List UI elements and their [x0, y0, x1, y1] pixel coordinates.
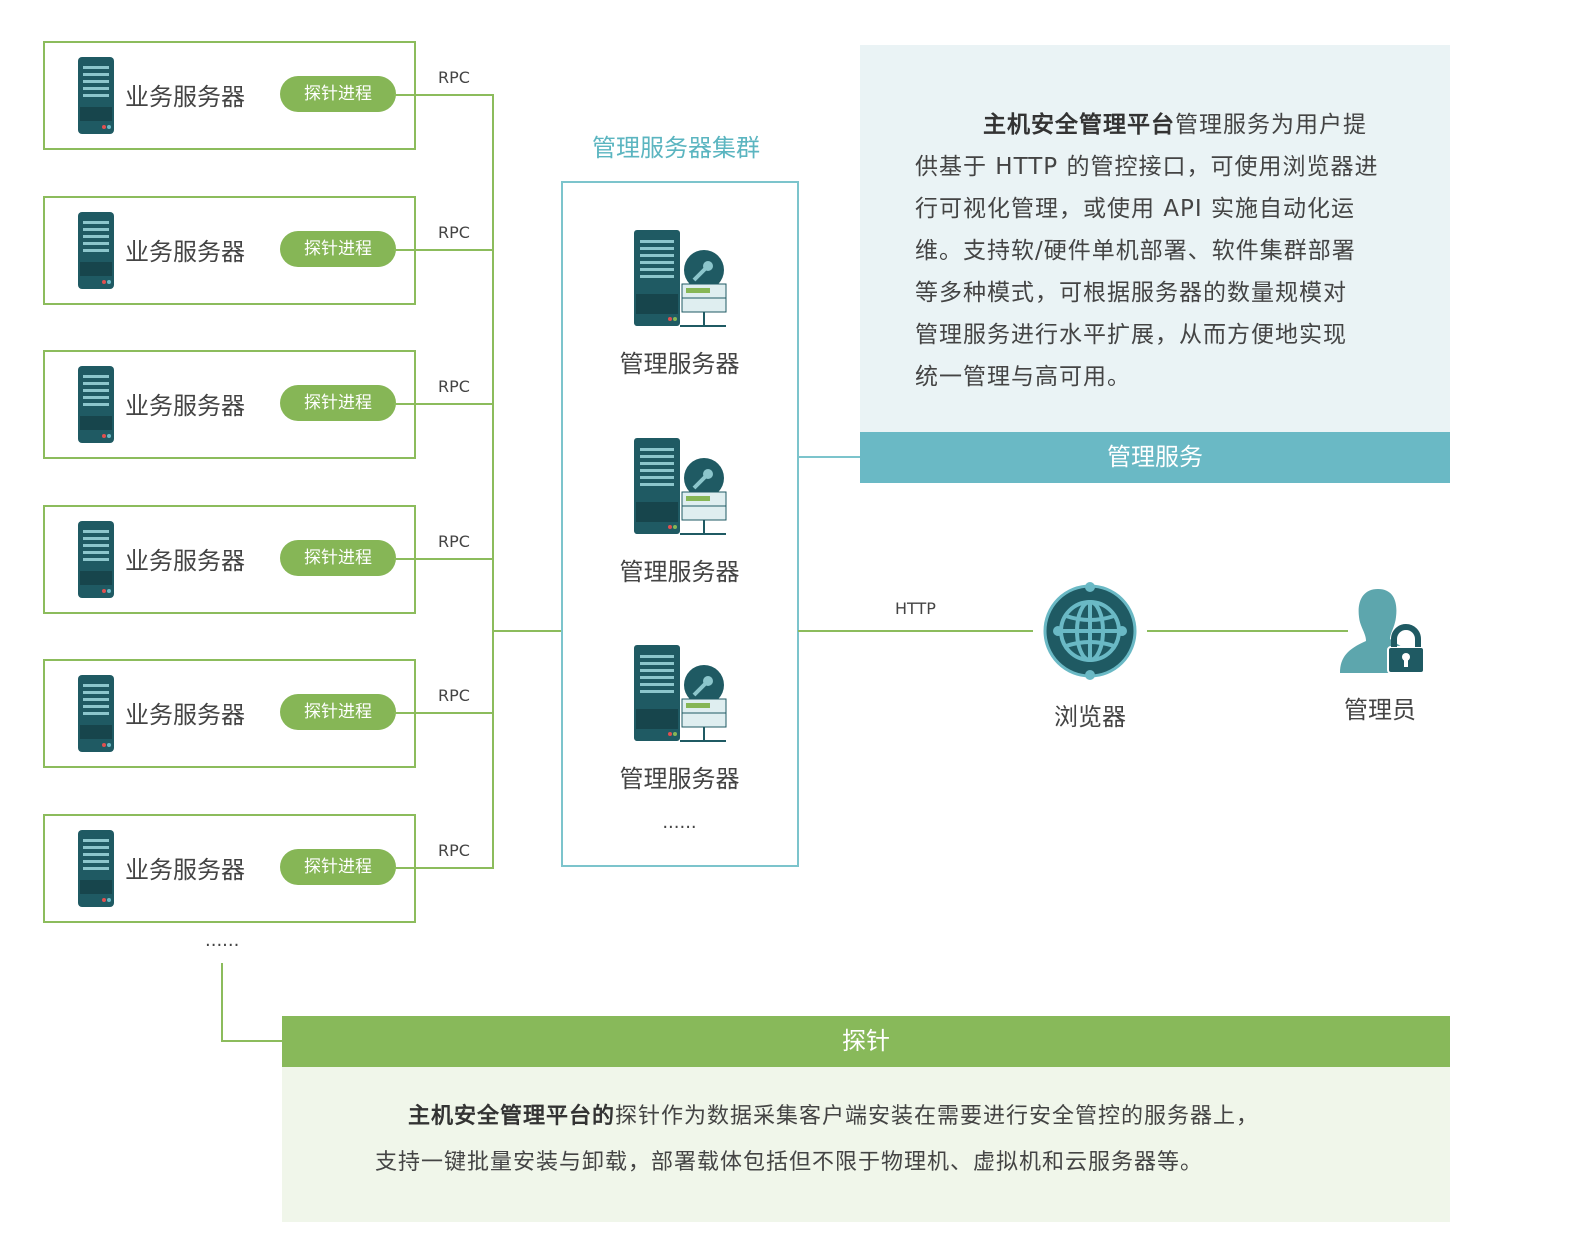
server-icon — [78, 211, 114, 289]
rpc-label: RPC — [438, 377, 470, 396]
management-server-icon — [632, 230, 728, 334]
business-server-label: 业务服务器 — [125, 855, 245, 884]
business-server: 业务服务器 探针进程 — [43, 195, 416, 305]
management-server-icon — [632, 645, 728, 749]
server-icon — [78, 829, 114, 907]
rpc-label: RPC — [438, 686, 470, 705]
business-server: 业务服务器 探针进程 — [43, 813, 416, 923]
server-icon — [78, 57, 114, 134]
desc-line: 管理服务为用户提 — [1175, 112, 1367, 138]
globe-icon — [1043, 582, 1139, 684]
management-server-label: 管理服务器 — [619, 557, 740, 586]
management-server-label: 管理服务器 — [619, 765, 740, 793]
probe-header: 探针 — [282, 1016, 1450, 1067]
browser-label: 浏览器 — [1054, 703, 1126, 731]
business-server-label: 业务服务器 — [125, 701, 245, 729]
rpc-line — [394, 403, 494, 405]
desc-line: 统一管理与高可用。 — [915, 364, 1131, 390]
desc-line: 等多种模式，可根据服务器的数量规模对 — [915, 280, 1347, 306]
rpc-label: RPC — [438, 531, 470, 551]
rpc-line — [394, 866, 494, 869]
server-icon — [78, 675, 114, 752]
management-server-icon — [632, 437, 728, 542]
probe-line: 支持一键批量安装与卸载，部署载体包括但不限于物理机、虚拟机和云服务器等。 — [375, 1150, 1204, 1175]
server-icon — [78, 366, 114, 443]
cluster-more: ...... — [662, 812, 697, 833]
probe-process-badge: 探针进程 — [280, 848, 396, 885]
probe-line: 探针作为数据采集客户端安装在需要进行安全管控的服务器上， — [615, 1104, 1260, 1129]
rpc-label: RPC — [438, 68, 470, 87]
management-service-description — [860, 45, 1450, 433]
admin-label: 管理员 — [1344, 696, 1416, 724]
probe-process-badge: 探针进程 — [280, 76, 396, 112]
desc-line: 供基于 HTTP 的管控接口，可使用浏览器进 — [915, 154, 1379, 180]
probe-process-badge: 探针进程 — [280, 230, 396, 267]
http-label: HTTP — [895, 599, 936, 618]
http-line — [798, 630, 1033, 632]
rpc-bus-line — [492, 95, 494, 867]
business-server-label: 业务服务器 — [125, 237, 245, 266]
business-server: 业务服务器 探针进程 — [43, 350, 416, 459]
desc-line: 行可视化管理，或使用 API 实施自动化运 — [915, 196, 1356, 222]
probe-process-badge: 探针进程 — [280, 539, 396, 576]
rpc-label: RPC — [438, 222, 470, 242]
rpc-line — [394, 557, 494, 560]
management-server-label: 管理服务器 — [619, 350, 740, 378]
management-cluster — [561, 181, 799, 867]
server-icon — [78, 520, 114, 598]
browser-admin-line — [1147, 630, 1348, 632]
rpc-line — [394, 94, 494, 96]
cluster-to-service-line — [798, 456, 861, 458]
probe-description — [282, 1067, 1450, 1222]
business-server-label: 业务服务器 — [125, 83, 245, 111]
business-server: 业务服务器 探针进程 — [43, 659, 416, 768]
platform-name: 主机安全管理平台 — [983, 112, 1175, 138]
admin-lock-icon — [1338, 587, 1426, 679]
servers-more: ...... — [205, 930, 240, 951]
probe-process-badge: 探针进程 — [280, 385, 396, 421]
desc-line: 管理服务进行水平扩展，从而方便地实现 — [915, 322, 1347, 348]
cluster-title: 管理服务器集群 — [592, 134, 760, 162]
desc-line: 维。支持软/硬件单机部署、软件集群部署 — [915, 238, 1356, 264]
business-server-label: 业务服务器 — [125, 546, 245, 575]
probe-platform-name: 主机安全管理平台的 — [408, 1104, 616, 1129]
rpc-line — [394, 248, 494, 251]
business-server-label: 业务服务器 — [125, 392, 245, 420]
rpc-line — [394, 712, 494, 714]
business-server: 业务服务器 探针进程 — [43, 41, 416, 150]
bus-to-cluster-line — [493, 630, 561, 632]
business-server: 业务服务器 探针进程 — [43, 504, 416, 614]
rpc-label: RPC — [438, 840, 470, 860]
probe-connector-v — [221, 963, 223, 1042]
probe-connector-h — [221, 1040, 282, 1042]
management-service-header: 管理服务 — [860, 432, 1450, 483]
probe-process-badge: 探针进程 — [280, 694, 396, 730]
